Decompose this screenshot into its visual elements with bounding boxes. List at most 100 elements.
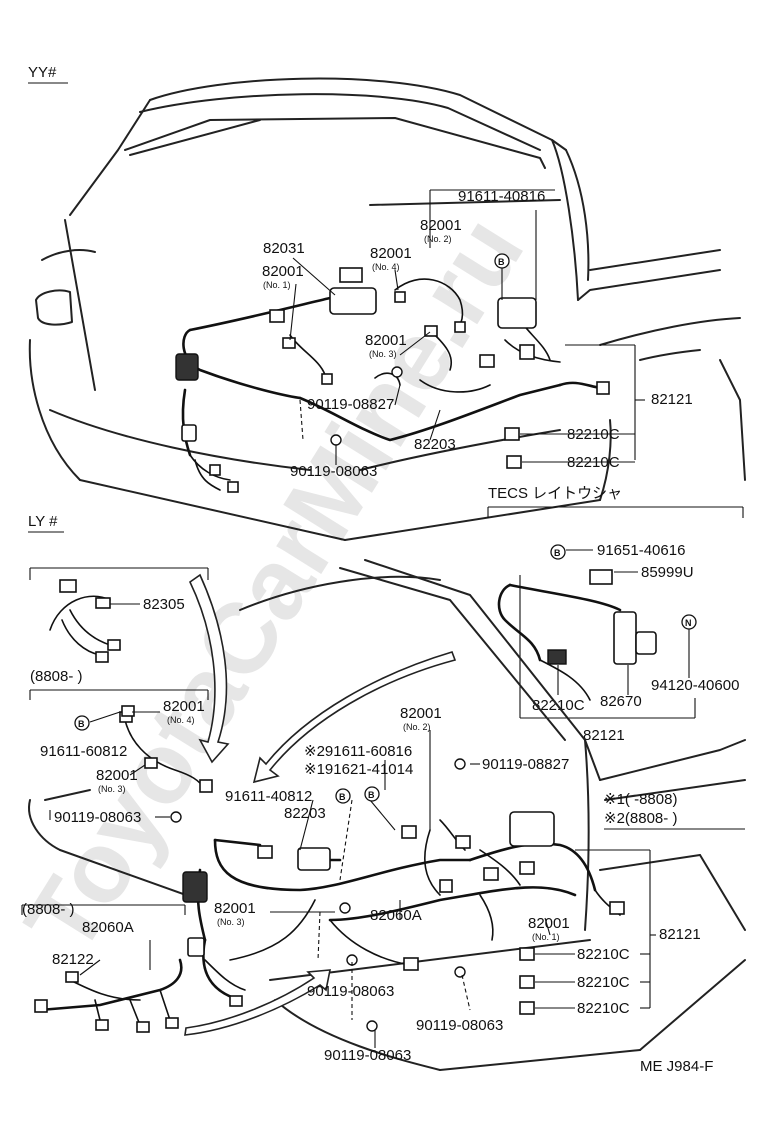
section-yy: YY# xyxy=(28,64,57,81)
b-mark-icon xyxy=(364,786,380,802)
part-82001-no4-label: 82001 xyxy=(163,698,205,715)
bolt xyxy=(170,811,182,823)
part-82001-no3-label: 82001 xyxy=(365,332,407,349)
connector xyxy=(424,325,438,337)
connector xyxy=(589,569,613,585)
part-82210c-label: 82210C xyxy=(577,946,630,963)
curved-arrow-icon xyxy=(188,573,230,764)
connector xyxy=(454,321,466,333)
no1-label: (No. 1) xyxy=(532,932,560,942)
connector xyxy=(209,464,221,476)
part-82121-label: 82121 xyxy=(659,926,701,943)
connector xyxy=(635,631,657,655)
note-star1-label: ※1( -8808) xyxy=(604,791,677,808)
connector xyxy=(519,861,535,875)
no2-label: (No. 2) xyxy=(403,722,431,732)
bolt xyxy=(339,902,351,914)
connector xyxy=(182,871,208,903)
part-82001-no2-label: 82001 xyxy=(420,217,462,234)
part-82210c-label: 82210C xyxy=(577,1000,630,1017)
b-mark-text: B xyxy=(368,790,375,800)
connector xyxy=(59,579,77,593)
part-90119-08063-label: 90119-08063 xyxy=(290,463,377,480)
connector xyxy=(199,779,213,793)
bottom-wiring-harness xyxy=(34,579,625,1033)
connector xyxy=(257,845,273,859)
connector xyxy=(394,291,406,303)
connector xyxy=(455,835,471,849)
no3-label: (No. 3) xyxy=(217,917,245,927)
part-90119-08063-label: 90119-08063 xyxy=(54,809,141,826)
part-82001-no1-label: 82001 xyxy=(528,915,570,932)
n-mark-text: N xyxy=(685,618,692,628)
b-mark-icon xyxy=(550,544,566,560)
connector xyxy=(439,879,453,893)
part-82001-no1-label: 82001 xyxy=(262,263,304,280)
section-ly: LY # xyxy=(28,513,58,530)
connector xyxy=(403,957,419,971)
part-82121-label: 82121 xyxy=(583,727,625,744)
connector xyxy=(229,995,243,1007)
part-82670-label: 82670 xyxy=(600,693,642,710)
connector xyxy=(321,373,333,385)
connector xyxy=(519,1001,535,1015)
b-mark-text: B xyxy=(498,257,505,267)
section-tecs: TECS レイトウシャ xyxy=(488,485,622,502)
no4-label: (No. 4) xyxy=(372,262,400,272)
connector xyxy=(65,971,79,983)
part-82305-label: 82305 xyxy=(143,596,185,613)
part-82060a-label: 82060A xyxy=(370,907,422,924)
no4-label: (No. 4) xyxy=(167,715,195,725)
connector xyxy=(509,811,555,847)
connector xyxy=(506,455,522,469)
connector xyxy=(504,427,520,441)
part-91611-60816-label: ※291611-60816 xyxy=(304,743,412,760)
part-82060a-label: 82060A xyxy=(82,919,134,936)
range-8808-label: (8808- ) xyxy=(22,901,75,918)
connector xyxy=(107,639,121,651)
top-labels: YY# 82031 82001 (No. 1) 82001 (No. 4) 82… xyxy=(28,64,693,480)
connector xyxy=(269,309,285,323)
no3-label: (No. 3) xyxy=(98,784,126,794)
curved-arrow-icon xyxy=(184,969,331,1036)
tecs-inset: TECS レイトウシャ B N 91651-40616 85999U 94120… xyxy=(487,485,744,744)
bottom-leader-lines xyxy=(21,567,656,1048)
part-90119-08827-label: 90119-08827 xyxy=(307,396,394,413)
part-82031-label: 82031 xyxy=(263,240,305,257)
connector xyxy=(497,297,537,329)
top-wiring-harness xyxy=(175,267,610,493)
bottom-vehicle-body xyxy=(28,559,746,1071)
part-82210c-label: 82210C xyxy=(577,974,630,991)
part-82203-label: 82203 xyxy=(414,436,456,453)
part-91611-40812-label: 91611-40812 xyxy=(225,788,312,805)
part-91621-41014-label: ※191621-41014 xyxy=(304,761,413,778)
connector xyxy=(339,267,363,283)
bolt xyxy=(366,1020,378,1032)
connector xyxy=(329,287,377,315)
part-82001-no3-label: 82001 xyxy=(96,767,138,784)
note-star2-label: ※2(8808- ) xyxy=(604,810,677,827)
b-mark-text: B xyxy=(339,792,346,802)
top-leader-lines xyxy=(289,189,645,465)
part-85999u-label: 85999U xyxy=(641,564,694,581)
part-91611-40816-label: 91611-40816 xyxy=(458,188,545,205)
part-94120-40600-label: 94120-40600 xyxy=(651,677,739,694)
connector xyxy=(227,481,239,493)
curved-arrow-icon xyxy=(252,651,457,784)
b-mark-icon xyxy=(335,788,351,804)
connector xyxy=(479,354,495,368)
connector xyxy=(121,705,135,717)
connector xyxy=(187,937,205,957)
b-mark-icon xyxy=(494,253,510,269)
b-mark-text: B xyxy=(554,548,561,558)
no3-label: (No. 3) xyxy=(369,349,397,359)
connector xyxy=(609,901,625,915)
part-91651-40616-label: 91651-40616 xyxy=(597,542,685,559)
connector xyxy=(519,947,535,961)
no1-label: (No. 1) xyxy=(263,280,291,290)
connector xyxy=(175,353,199,381)
part-82210c-label: 82210C xyxy=(567,454,620,471)
range-8808-label: (8808- ) xyxy=(30,668,83,685)
connector xyxy=(519,975,535,989)
